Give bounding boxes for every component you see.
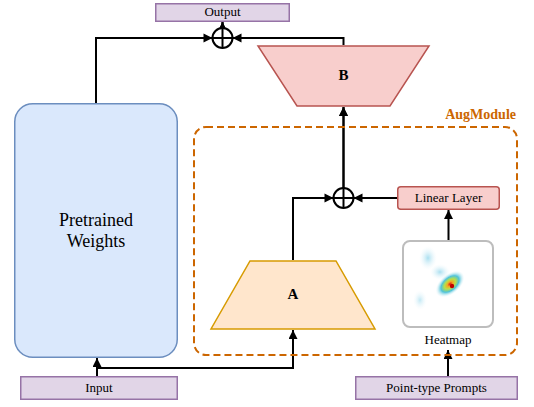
module-group: AugModuleLinear LayerAHeatmap (193, 126, 518, 356)
arrow-connector (448, 210, 450, 240)
io-box: Point-type Prompts (355, 376, 518, 400)
node-label: Heatmap (425, 333, 472, 350)
io-box: Input (20, 376, 178, 400)
node-label: B (338, 67, 348, 84)
group-heading: AugModule (445, 107, 516, 123)
lora-matrix: A (210, 260, 376, 330)
weights-box: Pretrained Weights (14, 103, 178, 358)
sum-symbol (325, 188, 363, 208)
heatmap-image (404, 242, 492, 326)
node-label: Output (204, 5, 240, 20)
process-box: Linear Layer (397, 186, 500, 210)
node-label: Pretrained Weights (36, 210, 156, 251)
node-label: Input (85, 381, 112, 396)
node-label: Linear Layer (415, 191, 482, 206)
arrow-connector (223, 22, 344, 45)
arrow-connector (96, 22, 223, 103)
sum-symbol (204, 28, 242, 48)
arrow-connector (293, 107, 344, 260)
arrow-connector (344, 107, 398, 198)
io-box: Output (155, 3, 290, 22)
arrow-connector (447, 350, 449, 376)
node-label: Point-type Prompts (386, 381, 487, 396)
node-label: A (288, 286, 299, 303)
lora-matrix: B (257, 45, 430, 107)
heatmap-box-outline (402, 240, 494, 328)
heatmap-box: Heatmap (402, 240, 494, 350)
